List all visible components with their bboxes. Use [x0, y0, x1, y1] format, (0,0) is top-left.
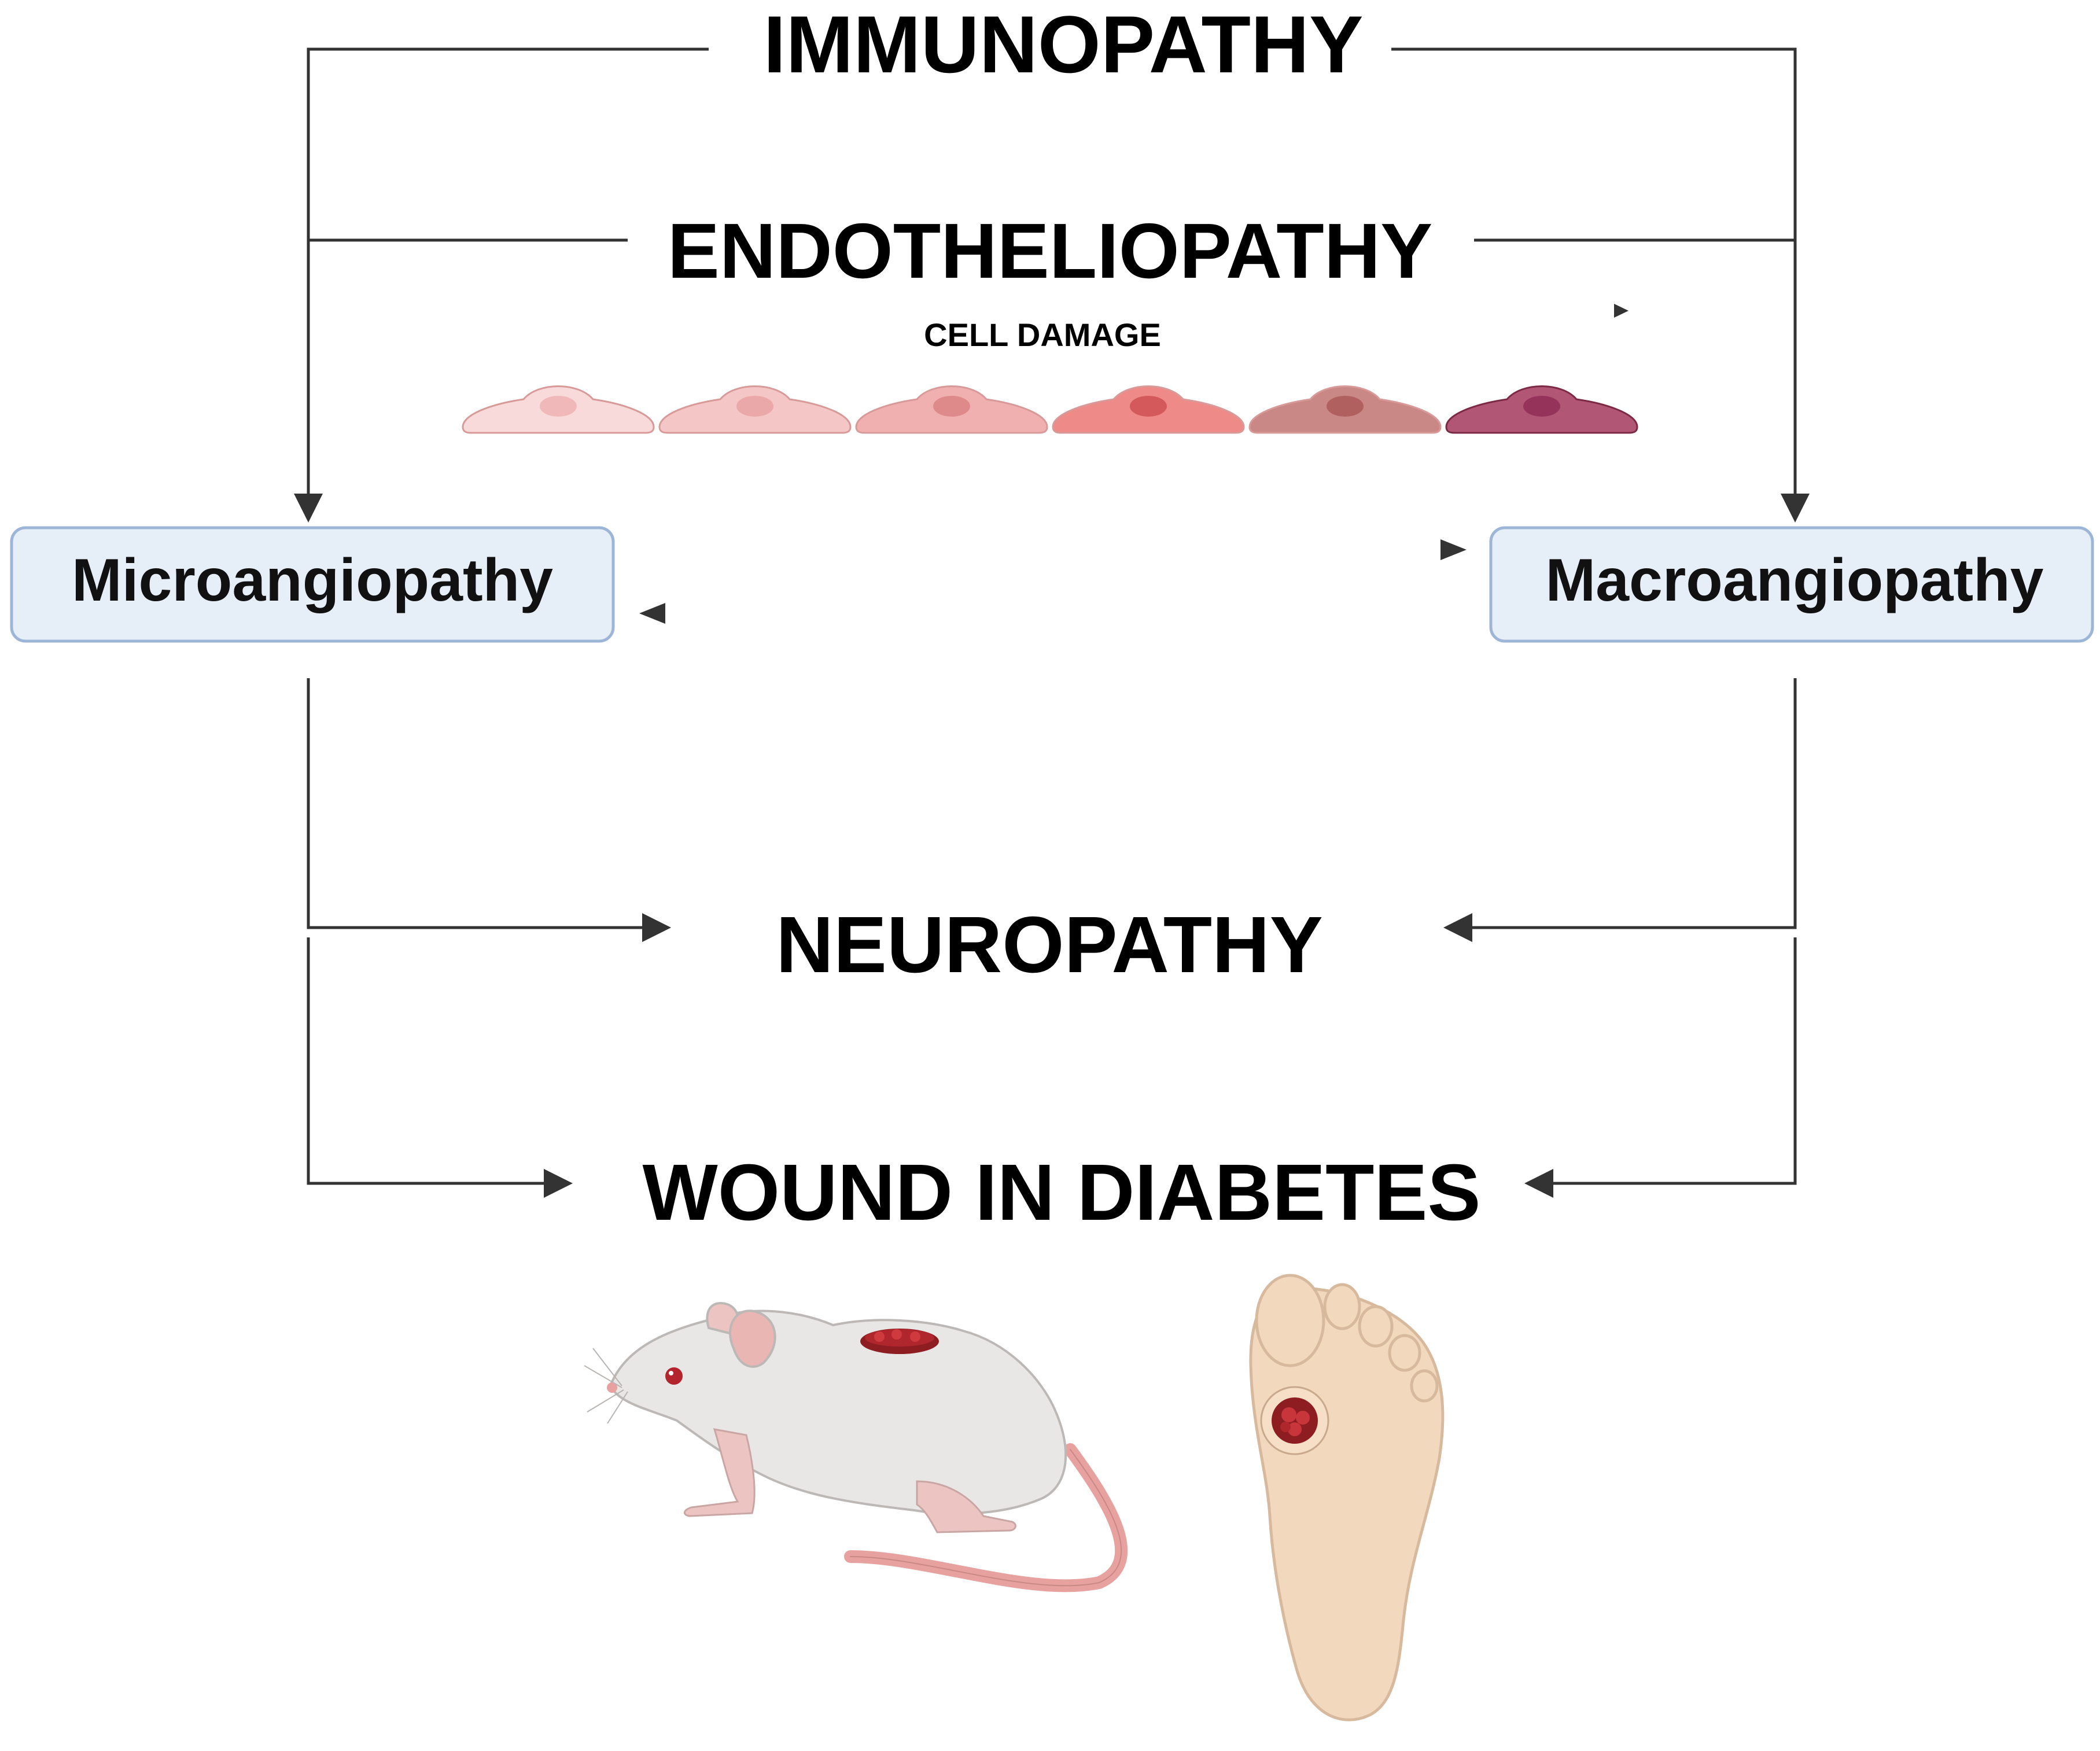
endothelial-cell-6	[1445, 385, 1638, 434]
mouse-hind-leg	[916, 1480, 1016, 1533]
big-toe	[1255, 1274, 1325, 1367]
immunopathy-left-connector	[294, 47, 709, 523]
microangiopathy-box[interactable]	[10, 526, 615, 643]
macroangiopathy-box[interactable]	[1489, 526, 2094, 643]
cell-damage-arrowhead	[1614, 304, 1629, 318]
mouse-front-leg	[683, 1428, 756, 1517]
mouse-back-wound	[860, 1329, 939, 1354]
cell-nucleus	[1523, 396, 1560, 417]
cell-nucleus	[933, 396, 970, 417]
endothelial-cell-5	[1248, 385, 1442, 434]
mouse-nose	[607, 1382, 617, 1393]
immunopathy-right-connector	[1391, 47, 1810, 523]
macro-to-neuropathy-arrow	[1443, 678, 1797, 942]
mouse-body	[609, 1309, 1067, 1515]
cell-nucleus	[540, 396, 577, 417]
cell-nucleus	[1327, 396, 1364, 417]
fourth-toe	[1388, 1334, 1421, 1372]
neuropathy-title: NEUROPATHY	[776, 900, 1323, 989]
microangiopathy-label: Microangiopathy	[72, 547, 553, 614]
micro-to-wound-arrow	[307, 937, 573, 1198]
macro-to-micro-arrowhead	[639, 603, 665, 624]
third-toe	[1358, 1305, 1394, 1348]
micro-to-neuropathy-arrow	[307, 678, 671, 942]
cell-nucleus	[1130, 396, 1167, 417]
micro-to-macro-arrowhead	[1440, 539, 1467, 560]
little-toe	[1410, 1369, 1439, 1403]
diabetic-mouse-illustration	[584, 1301, 1128, 1592]
endothelial-cell-row	[462, 385, 1638, 434]
endothelial-cell-2	[658, 385, 852, 434]
mouse-whiskers	[584, 1348, 628, 1424]
endotheliopathy-title: ENDOTHELIOPATHY	[668, 207, 1433, 295]
immunopathy-title: IMMUNOPATHY	[764, 0, 1364, 90]
endothelial-cell-1	[462, 385, 655, 434]
foot-ulcer	[1260, 1386, 1329, 1455]
wound-in-diabetes-title: WOUND IN DIABETES	[643, 1148, 1481, 1237]
diabetic-foot-illustration	[1249, 1274, 1445, 1721]
macroangiopathy-label: Macroangiopathy	[1546, 547, 2044, 614]
endothelial-cell-4	[1052, 385, 1245, 434]
macro-to-wound-arrow	[1524, 937, 1797, 1198]
mouse-eye	[665, 1367, 683, 1385]
cell-damage-label: CELL DAMAGE	[924, 317, 1161, 353]
second-toe	[1323, 1283, 1361, 1330]
cell-nucleus	[736, 396, 773, 417]
endothelial-cell-3	[855, 385, 1048, 434]
mouse-front-ear	[729, 1309, 776, 1368]
